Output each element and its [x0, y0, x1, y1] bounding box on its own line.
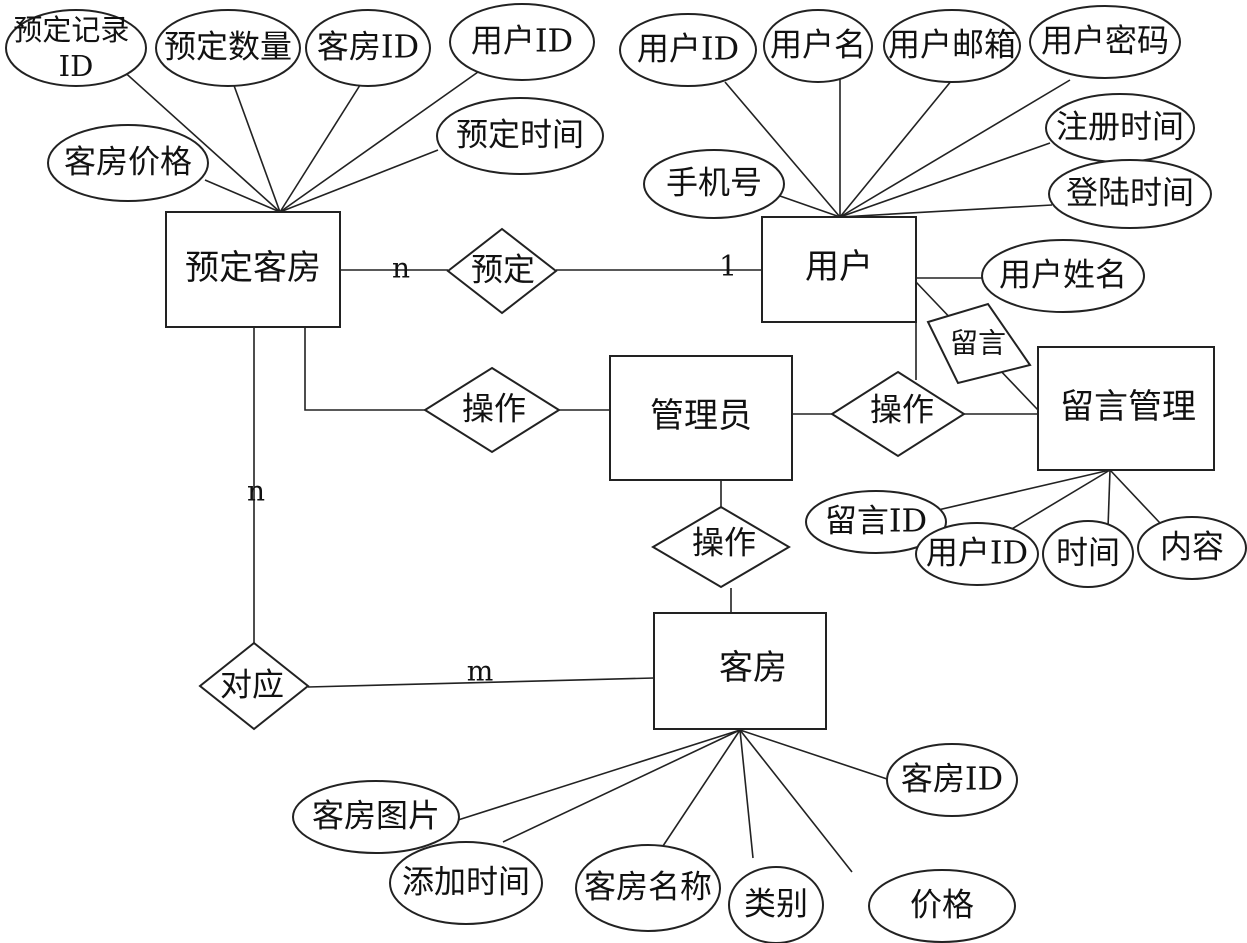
user-attr-user-id: 用户ID [637, 30, 739, 68]
cardinality-booking-corresponds: n [247, 475, 265, 508]
user-attr-full-name: 用户姓名 [999, 256, 1127, 294]
entity-shapes [165, 211, 1215, 730]
booking-attr-time: 预定时间 [456, 116, 584, 154]
room-attr-added-time: 添加时间 [402, 863, 530, 901]
connector-lines [119, 67, 1161, 873]
relationship-admin-booking-label: 操作 [462, 390, 526, 428]
booking-attr-record-id: 预定记录 ID [13, 13, 138, 83]
booking-attr-user-id: 用户ID [471, 22, 573, 60]
user-attr-email: 用户邮箱 [888, 26, 1016, 64]
relationship-shapes [198, 227, 1032, 731]
user-attr-password: 用户密码 [1041, 22, 1169, 60]
entity-admin-label: 管理员 [650, 396, 752, 436]
entity-room-label: 客房 [719, 648, 787, 688]
cardinality-room-corresponds: m [467, 655, 494, 688]
user-attr-login-time: 登陆时间 [1066, 174, 1194, 212]
booking-attr-record-id-line2: ID [59, 49, 94, 83]
message-attr-message-id: 留言ID [825, 502, 927, 540]
room-attr-category: 类别 [744, 885, 808, 923]
user-attr-register-time: 注册时间 [1056, 108, 1184, 146]
room-attr-image: 客房图片 [312, 797, 440, 835]
user-attr-username: 用户名 [770, 26, 866, 64]
cardinality-booking-reserve: n [392, 252, 410, 285]
room-attr-name: 客房名称 [584, 868, 712, 906]
cardinality-user-reserve: 1 [719, 250, 737, 283]
relationship-admin-room-label: 操作 [692, 524, 756, 562]
message-attr-user-id: 用户ID [926, 534, 1028, 572]
booking-attr-quantity: 预定数量 [164, 28, 292, 66]
relationship-corresponds-label: 对应 [220, 666, 284, 704]
relationship-reserve-label: 预定 [471, 251, 535, 289]
attribute-shapes [5, 3, 1247, 943]
message-attr-time: 时间 [1056, 534, 1120, 572]
booking-attr-room-id: 客房ID [317, 28, 419, 66]
room-attr-price: 价格 [910, 886, 974, 924]
room-attr-room-id: 客房ID [901, 760, 1003, 798]
relationship-message-label: 留言 [950, 327, 1006, 360]
entity-booking-label: 预定客房 [185, 248, 321, 288]
relationship-admin-message-label: 操作 [870, 391, 934, 429]
booking-attr-record-id-line1: 预定记录 [13, 13, 129, 47]
user-attr-phone: 手机号 [666, 164, 762, 202]
entity-user-label: 用户 [805, 247, 873, 287]
booking-attr-price: 客房价格 [64, 143, 192, 181]
message-attr-content: 内容 [1160, 528, 1224, 566]
entity-message-mgmt-label: 留言管理 [1060, 387, 1196, 427]
